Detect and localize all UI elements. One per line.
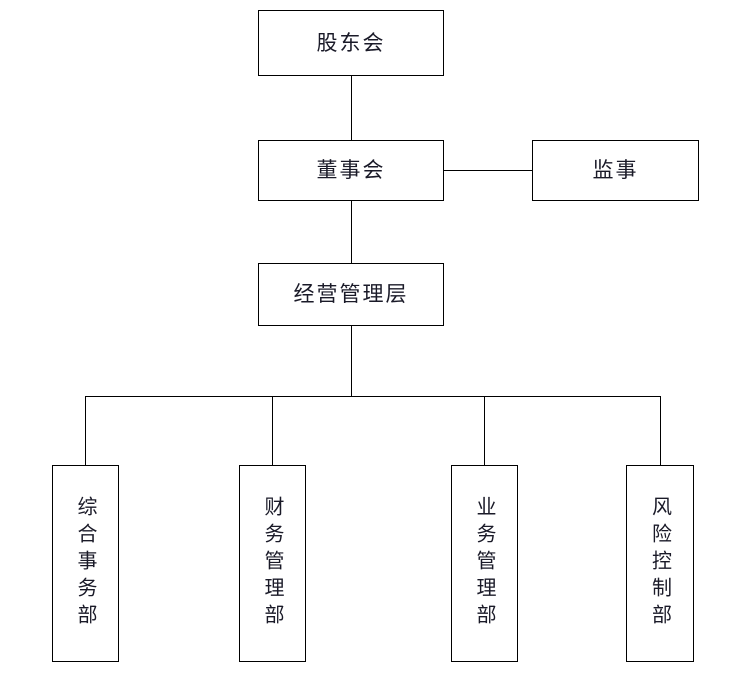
- edge-bus-to-department-3: [484, 396, 485, 465]
- node-department-risk-control[interactable]: 风险控制部: [626, 465, 694, 662]
- edge-bus-to-department-2: [272, 396, 273, 465]
- edge-department-bus-bar: [85, 396, 661, 397]
- node-board-of-directors[interactable]: 董事会: [258, 140, 444, 201]
- node-department-general-affairs-label: 综合事务部: [74, 496, 98, 631]
- edge-bus-to-department-1: [85, 396, 86, 465]
- node-management-label: 经营管理层: [293, 282, 409, 307]
- node-department-risk-control-label: 风险控制部: [648, 496, 673, 631]
- node-department-general-affairs[interactable]: 综合事务部: [52, 465, 119, 662]
- node-board-of-directors-label: 董事会: [316, 158, 386, 183]
- node-department-business[interactable]: 业务管理部: [451, 465, 518, 662]
- edge-board-to-management: [351, 201, 352, 263]
- node-supervisor-label: 监事: [592, 158, 639, 183]
- edge-bus-to-department-4: [660, 396, 661, 465]
- node-department-finance-label: 财务管理部: [261, 496, 285, 631]
- node-shareholders-meeting[interactable]: 股东会: [258, 10, 444, 76]
- edge-board-to-supervisor: [444, 170, 533, 171]
- node-supervisor[interactable]: 监事: [532, 140, 699, 201]
- node-department-finance[interactable]: 财务管理部: [239, 465, 306, 662]
- node-department-business-label: 业务管理部: [473, 496, 497, 631]
- node-shareholders-meeting-label: 股东会: [316, 30, 386, 55]
- edge-management-to-bus: [351, 326, 352, 396]
- node-management[interactable]: 经营管理层: [258, 263, 444, 326]
- edge-shareholders-to-board: [351, 76, 352, 140]
